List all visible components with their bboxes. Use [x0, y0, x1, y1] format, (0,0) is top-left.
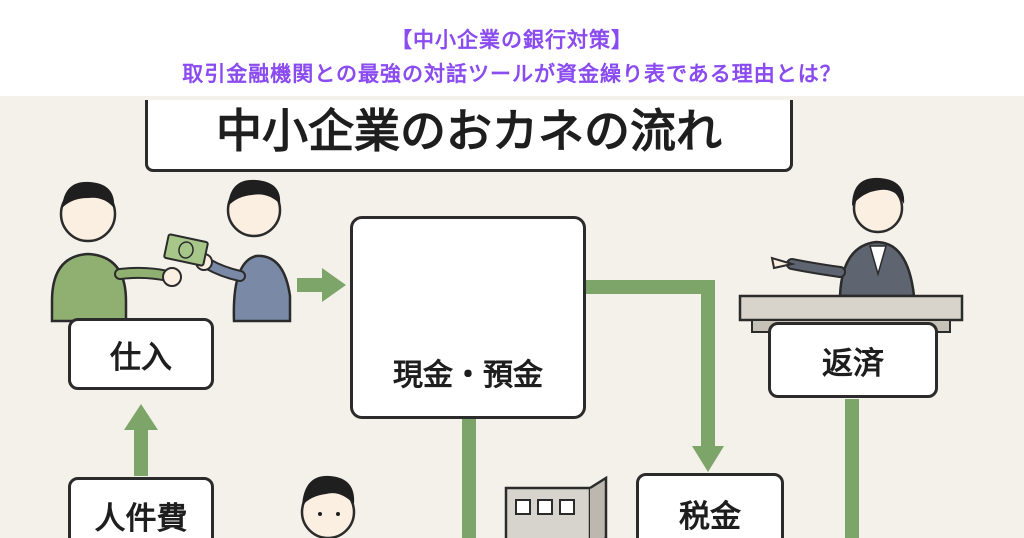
- diagram-canvas: 中小企業のおカネの流れ 仕入 現金・預金 返済 人件費 税金: [0, 96, 1024, 538]
- header-title-line2: 取引金融機関との最強の対話ツールが資金繰り表である理由とは？: [182, 62, 842, 86]
- header: 【中小企業の銀行対策】 取引金融機関との最強の対話ツールが資金繰り表である理由と…: [0, 0, 1024, 96]
- arrow-cash-to-tax: [586, 280, 724, 472]
- building-icon: [504, 475, 608, 538]
- node-tax: 税金: [636, 473, 784, 538]
- arrow-purchase-to-cash: [297, 268, 346, 302]
- employee-person-illustration: [300, 475, 356, 538]
- diagram-title: 中小企業のおカネの流れ: [145, 100, 793, 172]
- node-cash-deposits: 現金・預金: [350, 216, 586, 419]
- seller-person-illustration: [195, 179, 292, 323]
- node-purchase: 仕入: [68, 318, 214, 390]
- header-title-line1: 【中小企業の銀行対策】: [391, 28, 633, 52]
- buyer-person-illustration: [50, 181, 182, 323]
- bank-clerk-illustration: [738, 177, 964, 333]
- arrow-personnel-to-purchase: [124, 404, 158, 476]
- banknote-icon: [163, 233, 209, 267]
- line-cash-down: [462, 419, 476, 538]
- node-repayment: 返済: [768, 322, 938, 398]
- line-repayment-down: [845, 399, 859, 538]
- node-personnel-cost: 人件費: [68, 477, 214, 538]
